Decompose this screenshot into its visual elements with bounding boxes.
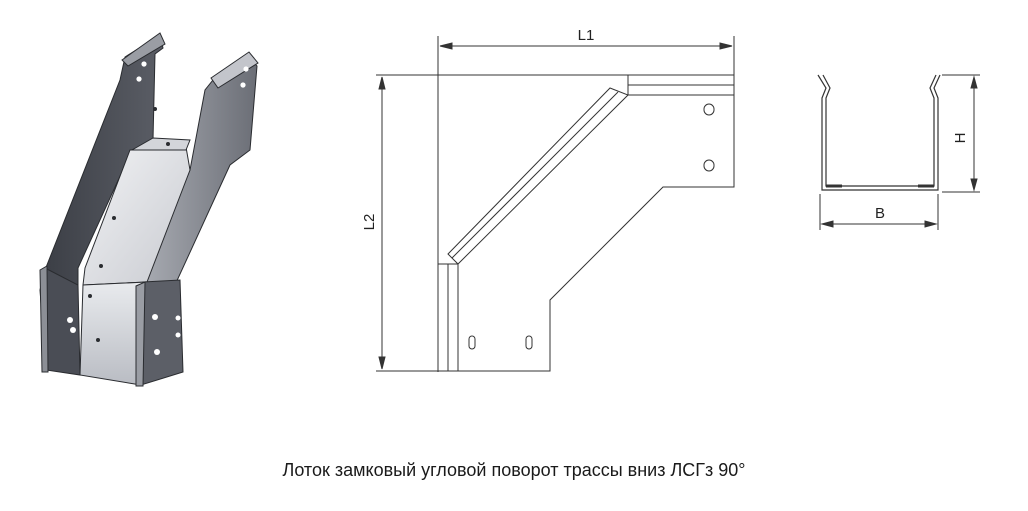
product-caption: Лоток замковый угловой поворот трассы вн… [282,460,746,480]
cross-section-drawing [817,74,980,230]
right-lower-wall [140,279,184,386]
side-view-drawing [376,36,735,372]
label-l1: L1 [578,27,595,44]
label-h: H [952,133,969,144]
left-lower-lip [39,265,49,373]
label-l2: L2 [361,214,378,231]
left-top-lip [121,32,166,67]
right-top-lip [210,51,259,89]
label-b: B [875,205,885,222]
right-lower-lip [135,281,146,387]
tray-bottom-top [130,137,191,151]
slots [468,103,715,350]
isometric-view [39,32,259,387]
mounting-holes [67,61,249,355]
dimension-l1 [439,42,733,50]
dimension-l2 [378,76,386,370]
